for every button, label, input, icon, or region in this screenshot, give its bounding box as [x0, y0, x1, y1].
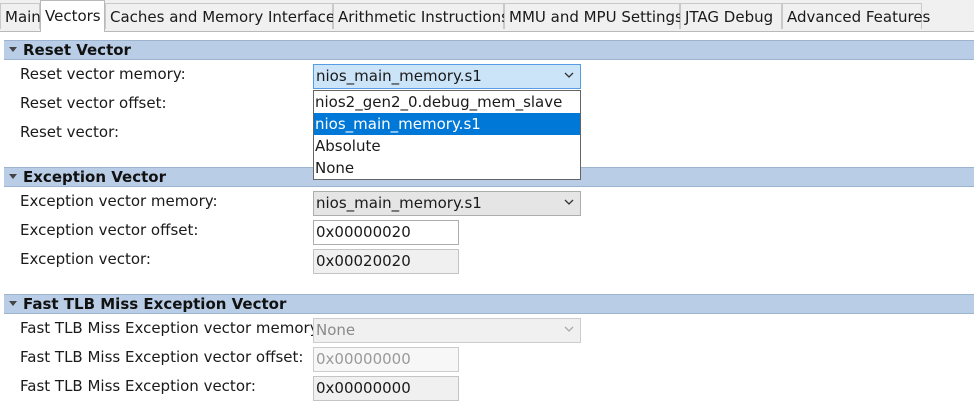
tab-caches-and-memory-interfaces[interactable]: Caches and Memory Interfaces — [105, 3, 343, 29]
tab-bar: Main Vectors Caches and Memory Interface… — [0, 0, 974, 32]
selected-value: None — [316, 321, 356, 339]
reset-vector-offset-label: Reset vector offset: — [20, 94, 167, 112]
fast-tlb-vector-value: 0x00000000 — [313, 376, 459, 401]
reset-vector-memory-label: Reset vector memory: — [20, 65, 186, 83]
tab-jtag-debug[interactable]: JTAG Debug — [680, 3, 782, 29]
tab-mmu-and-mpu-settings[interactable]: MMU and MPU Settings — [504, 3, 683, 29]
fast-tlb-vector-memory-select: None — [313, 318, 581, 343]
section-title: Exception Vector — [23, 168, 166, 186]
collapse-triangle-icon[interactable] — [9, 174, 17, 179]
exception-vector-offset-input[interactable]: 0x00000020 — [313, 220, 459, 245]
fast-tlb-vector-label: Fast TLB Miss Exception vector: — [20, 377, 256, 395]
tab-arithmetic-instructions[interactable]: Arithmetic Instructions — [333, 3, 509, 29]
chevron-down-icon — [564, 326, 574, 332]
fast-tlb-vector-offset-input: 0x00000000 — [313, 347, 459, 372]
chevron-down-icon[interactable] — [564, 70, 574, 80]
collapse-triangle-icon[interactable] — [9, 301, 17, 306]
selected-value: nios_main_memory.s1 — [316, 67, 482, 85]
fast-tlb-vector-memory-label: Fast TLB Miss Exception vector memory: — [20, 319, 323, 337]
dropdown-option-debug-mem-slave[interactable]: nios2_gen2_0.debug_mem_slave — [315, 93, 563, 111]
exception-vector-memory-select[interactable]: nios_main_memory.s1 — [313, 191, 581, 216]
tab-advanced-features[interactable]: Advanced Features — [782, 3, 930, 29]
dropdown-option-none[interactable]: None — [315, 159, 355, 177]
section-title: Reset Vector — [23, 41, 131, 59]
selected-value: nios_main_memory.s1 — [316, 194, 482, 212]
section-reset-vector-header[interactable]: Reset Vector — [4, 40, 974, 60]
exception-vector-memory-label: Exception vector memory: — [20, 192, 218, 210]
dropdown-option-main-memory[interactable]: nios_main_memory.s1 — [314, 113, 580, 135]
reset-vector-memory-select[interactable]: nios_main_memory.s1 — [313, 64, 581, 89]
tab-main[interactable]: Main — [0, 3, 41, 29]
section-title: Fast TLB Miss Exception Vector — [23, 295, 287, 313]
tab-vectors[interactable]: Vectors — [40, 0, 105, 32]
exception-vector-value: 0x00020020 — [313, 249, 459, 274]
fast-tlb-vector-offset-label: Fast TLB Miss Exception vector offset: — [20, 348, 304, 366]
chevron-down-icon[interactable] — [564, 197, 574, 207]
exception-vector-offset-label: Exception vector offset: — [20, 221, 199, 239]
section-fast-tlb-header[interactable]: Fast TLB Miss Exception Vector — [4, 294, 974, 314]
dropdown-option-absolute[interactable]: Absolute — [315, 137, 381, 155]
reset-vector-label: Reset vector: — [20, 123, 120, 141]
collapse-triangle-icon[interactable] — [9, 47, 17, 52]
exception-vector-label: Exception vector: — [20, 250, 151, 268]
reset-vector-memory-dropdown-list: nios2_gen2_0.debug_mem_slave nios_main_m… — [313, 90, 581, 180]
